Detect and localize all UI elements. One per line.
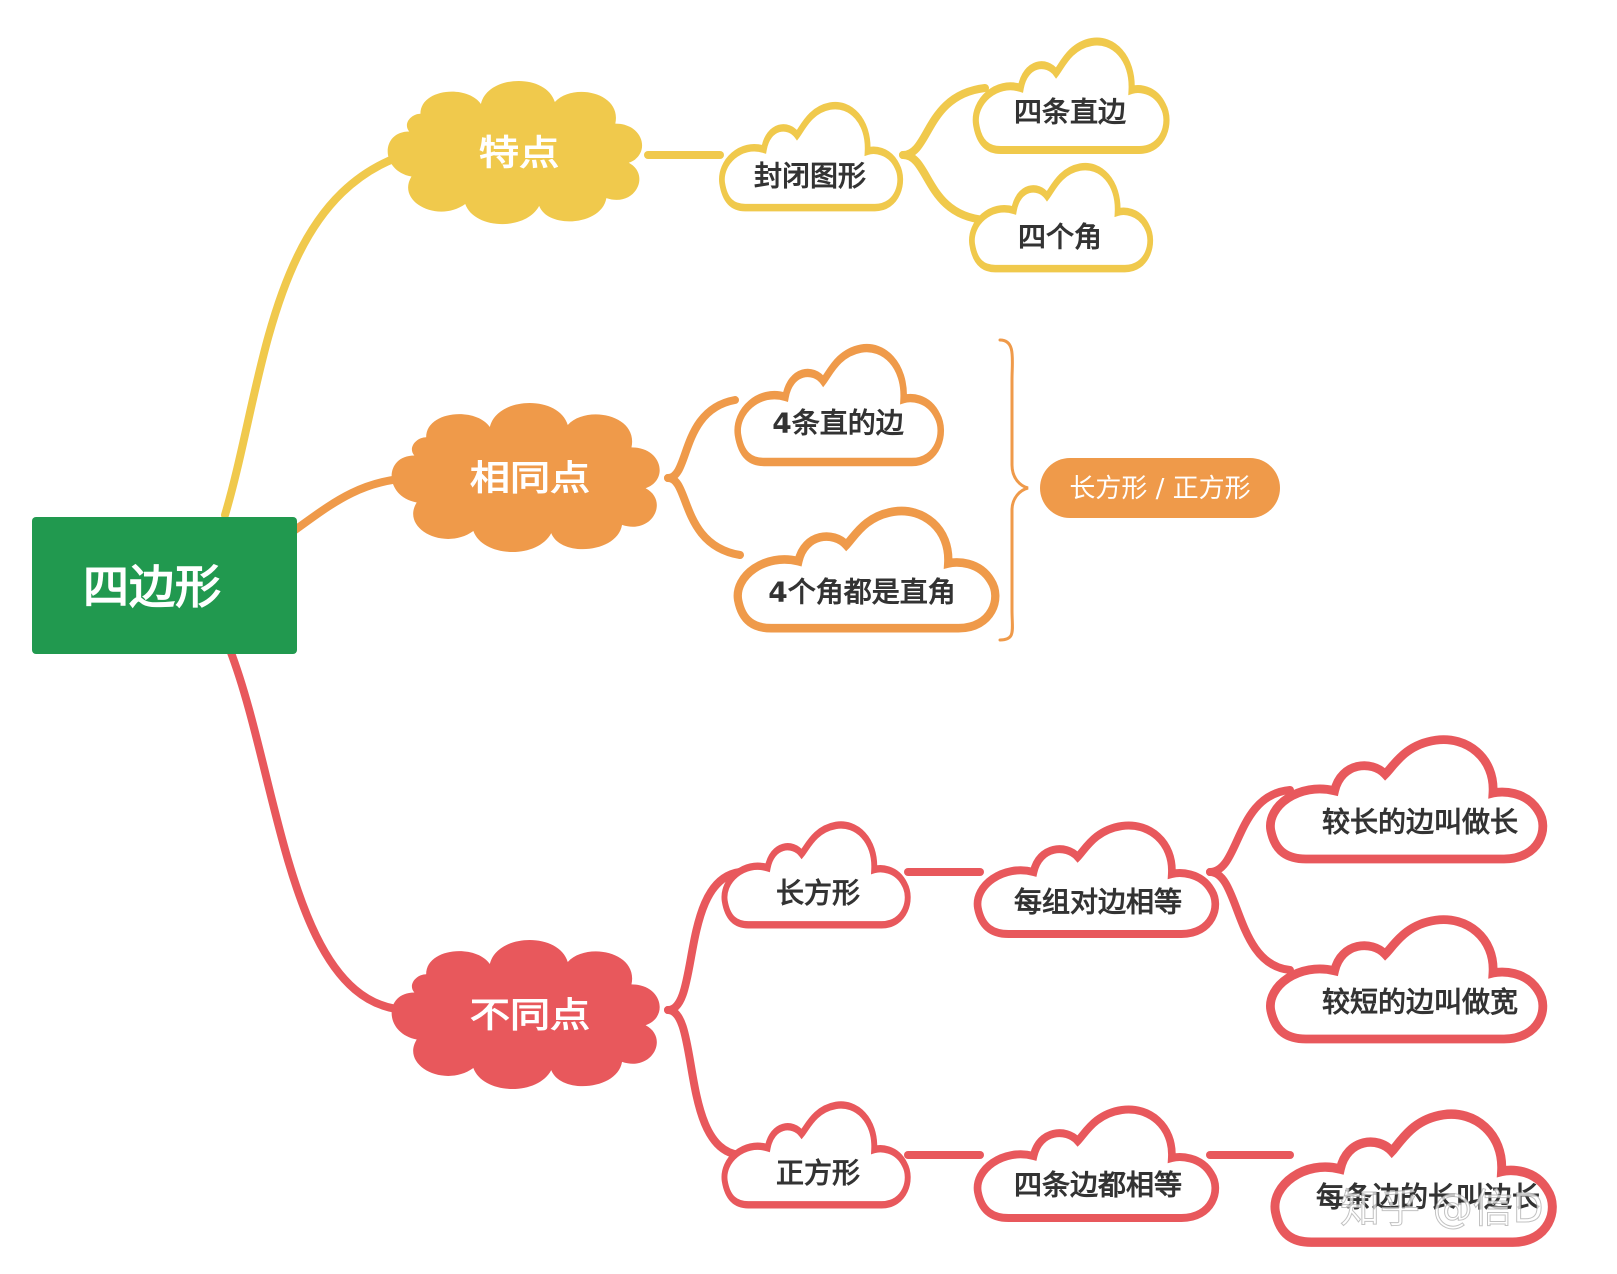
root-label: 四边形 <box>83 560 221 614</box>
branch-similarities-label: 相同点 <box>470 458 590 499</box>
label-square: 正方形 <box>776 1157 860 1190</box>
root-node[interactable]: 四边形 <box>32 517 297 654</box>
cloud-rect-short[interactable] <box>1270 920 1542 1039</box>
connector-opposite-long <box>1206 786 1294 876</box>
label-square-side-length: 每条边的长叫边长 <box>1316 1181 1540 1214</box>
connector-root-differences <box>226 646 414 1014</box>
label-four-angles: 四个角 <box>1018 221 1102 254</box>
connector-similarities-angles <box>664 474 744 559</box>
branch-features-node[interactable]: 特点 <box>387 80 643 225</box>
branch-similarities-node[interactable]: 相同点 <box>391 403 660 552</box>
connectors <box>221 84 1294 1159</box>
summary-brace <box>998 338 1029 642</box>
label-four-straight-edges: 4条直的边 <box>772 407 904 440</box>
label-rectangle: 长方形 <box>776 877 860 910</box>
branch-differences-node[interactable]: 不同点 <box>391 940 660 1089</box>
connector-opposite-short <box>1206 868 1294 974</box>
cloud-rectangle[interactable] <box>724 825 907 925</box>
connector-differences-square <box>664 1006 744 1159</box>
connector-differences-rectangle <box>664 868 744 1014</box>
label-rect-short: 较短的边叫做宽 <box>1322 986 1518 1019</box>
label-rect-long: 较长的边叫做长 <box>1322 806 1518 839</box>
branch-differences-label: 不同点 <box>470 995 590 1036</box>
cloud-four-right-angles[interactable] <box>738 511 996 628</box>
connector-closed-angles <box>899 151 989 224</box>
cloud-square-all-equal[interactable] <box>978 1109 1216 1218</box>
watermark: 知乎 @信D <box>1340 1186 1544 1232</box>
cloud-square[interactable] <box>724 1105 907 1205</box>
label-closed-shape: 封闭图形 <box>754 160 866 193</box>
label-four-right-angles: 4个角都是直角 <box>768 576 955 609</box>
branch-features-label: 特点 <box>479 133 560 174</box>
label-square-all-equal: 四条边都相等 <box>1014 1169 1182 1202</box>
cloud-four-straight-edges[interactable] <box>738 348 941 462</box>
label-rect-opposite-sides: 每组对边相等 <box>1014 886 1182 919</box>
summary-pill[interactable]: 长方形 / 正方形 <box>1040 458 1280 518</box>
connector-similarities-edges <box>664 396 739 482</box>
summary-pill-label: 长方形 / 正方形 <box>1069 474 1250 504</box>
label-four-straight-sides: 四条直边 <box>1014 96 1127 129</box>
connector-closed-sides <box>899 84 989 159</box>
connector-root-features <box>221 149 414 519</box>
cloud-rect-long[interactable] <box>1270 740 1542 859</box>
